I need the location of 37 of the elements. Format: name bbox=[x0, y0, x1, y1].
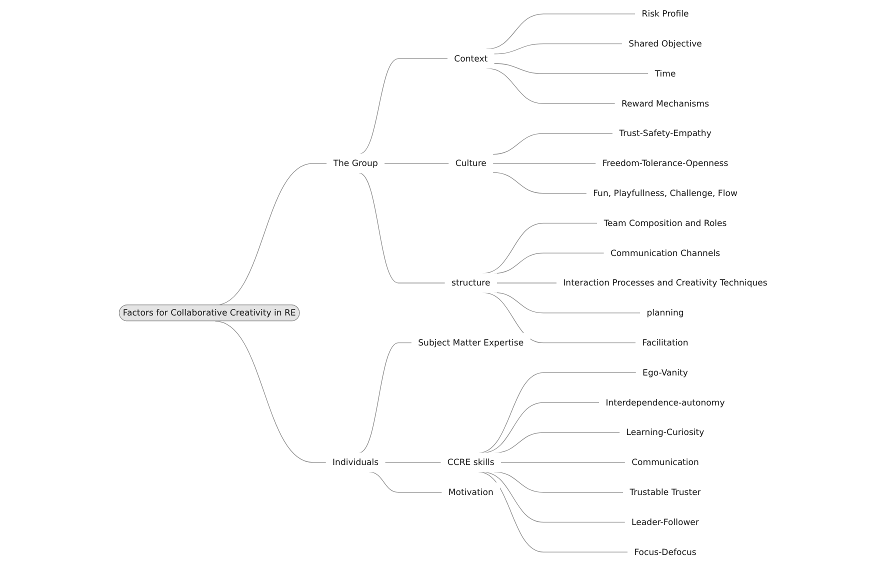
node-text: Risk Profile bbox=[642, 8, 689, 19]
connector bbox=[492, 163, 596, 164]
node-text: Motivation bbox=[448, 486, 494, 498]
connector bbox=[492, 133, 614, 155]
node-text: Subject Matter Expertise bbox=[418, 337, 524, 348]
connector bbox=[214, 320, 326, 463]
node-text: Trust-Safety-Empathy bbox=[619, 128, 712, 138]
node-text: Interaction Processes and Creativity Techniques bbox=[563, 278, 768, 288]
node-text: Reward Mechanisms bbox=[622, 98, 710, 108]
node-text: Fun, Playfullness, Challenge, Flow bbox=[593, 188, 738, 198]
node-text: Individuals bbox=[332, 457, 379, 468]
connector bbox=[384, 163, 450, 164]
node-text: Learning-Curiosity bbox=[626, 427, 704, 438]
node-text: Trustable Truster bbox=[630, 486, 701, 498]
node-text: Facilitation bbox=[642, 337, 688, 348]
connector bbox=[494, 63, 649, 74]
node-text: Leader-Follower bbox=[632, 516, 699, 528]
node-text: planning bbox=[646, 308, 684, 318]
node-text: Interdependence-autonomy bbox=[606, 397, 725, 408]
node-text: Communication bbox=[632, 457, 699, 468]
node-text: Shared Objective bbox=[628, 38, 702, 49]
connector bbox=[359, 58, 448, 154]
connector bbox=[494, 43, 623, 54]
connector bbox=[492, 172, 587, 194]
node-text: Time bbox=[654, 68, 676, 78]
node-text: Ego-Vanity bbox=[642, 367, 688, 378]
connector bbox=[496, 282, 558, 284]
connector bbox=[358, 342, 412, 454]
node-text: Culture bbox=[455, 158, 486, 168]
node-text: The Group bbox=[333, 158, 378, 168]
connector bbox=[384, 462, 442, 463]
node-text: Focus-Defocus bbox=[634, 546, 696, 557]
connector bbox=[500, 462, 626, 463]
node-text: Freedom-Tolerance-Openness bbox=[602, 158, 728, 168]
node-text: Communication Channels bbox=[610, 248, 720, 258]
node-text: Team Composition and Roles bbox=[604, 218, 727, 228]
connector bbox=[358, 172, 446, 284]
